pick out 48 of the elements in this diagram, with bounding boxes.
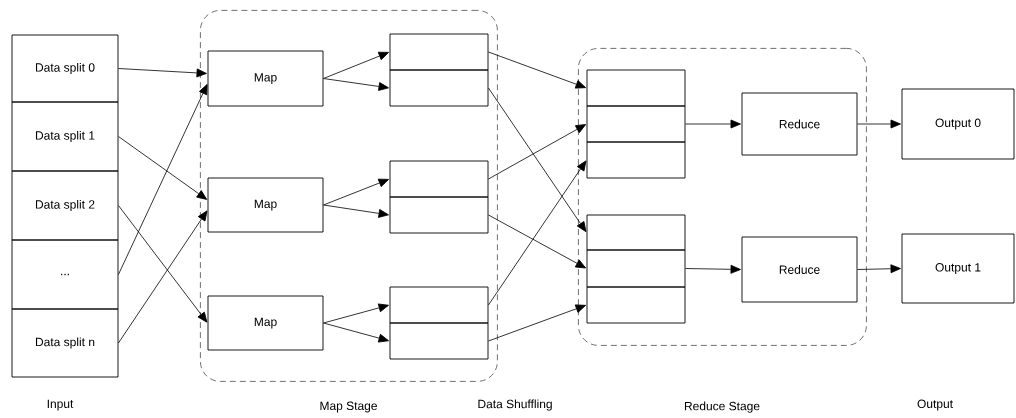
empty-cell	[586, 214, 686, 251]
arrow	[488, 304, 586, 342]
stage-label: Data Shuffling	[478, 399, 552, 411]
process-box: Reduce	[741, 92, 858, 156]
empty-cell	[586, 69, 686, 107]
table-cell: Data split 1	[11, 101, 119, 172]
arrow	[685, 119, 741, 129]
empty-cell	[389, 160, 489, 198]
empty-cell	[389, 33, 489, 71]
arrow	[488, 214, 587, 269]
empty-cell	[586, 286, 686, 324]
arrow	[323, 322, 389, 343]
arrow	[323, 204, 389, 218]
process-box: Map	[207, 50, 324, 107]
empty-cell	[586, 105, 686, 143]
node-label: Reduce Stage	[684, 401, 760, 413]
arrow	[857, 119, 901, 129]
table-cell: Data split 2	[11, 170, 119, 241]
empty-cell	[389, 286, 489, 324]
process-box: Output 0	[901, 88, 1015, 160]
arrow	[857, 264, 901, 274]
empty-cell	[389, 69, 489, 107]
node-label: Map Stage	[320, 401, 377, 413]
empty-cell	[389, 322, 489, 360]
arrow	[118, 205, 208, 323]
arrow	[323, 51, 389, 79]
process-box: Map	[207, 295, 324, 351]
arrow	[323, 78, 389, 91]
empty-cell	[586, 249, 686, 288]
arrow	[488, 124, 587, 180]
arrow	[118, 68, 207, 78]
process-box: Map	[207, 177, 324, 233]
process-box: Output 1	[901, 233, 1015, 304]
table-cell: ...	[11, 239, 119, 310]
arrow	[118, 84, 208, 275]
empty-cell	[586, 141, 686, 179]
stage-label: Output	[917, 399, 953, 411]
process-box: Reduce	[741, 236, 858, 303]
arrow	[323, 178, 389, 206]
arrow	[488, 51, 586, 89]
arrow	[118, 210, 208, 344]
table-cell: Data split n	[11, 308, 119, 378]
arrow	[323, 303, 389, 324]
table-cell: Data split 0	[11, 34, 119, 103]
arrow	[685, 264, 741, 274]
empty-cell	[389, 196, 489, 234]
stage-label: Input	[47, 399, 74, 411]
arrow	[118, 136, 208, 200]
